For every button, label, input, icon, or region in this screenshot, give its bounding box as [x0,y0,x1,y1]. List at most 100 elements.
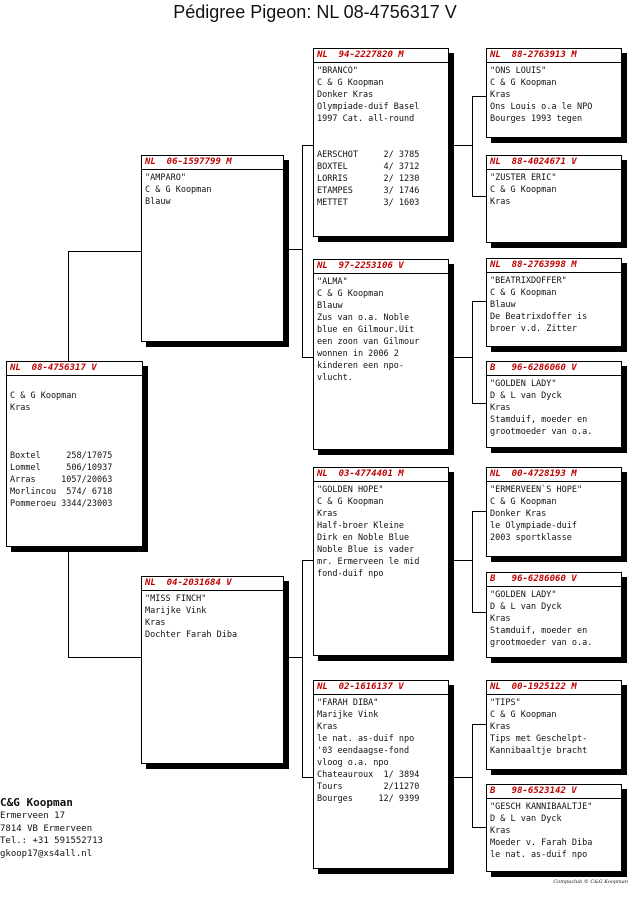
footer-credit: Compuclub © C&G Koopman [553,879,628,885]
connector [472,403,487,404]
pigeon-name: "ONS LOUIS" [490,66,547,76]
info-line: Stamduif, moeder en [490,626,588,636]
ring-number: B 98-6523142 V [487,785,621,799]
race-result: Morlincou 574/ 6718 [10,487,113,497]
race-result: METTET 3/ 1603 [317,198,420,208]
info-line: Marijke Vink [317,710,379,720]
ring-number: NL 03-4774401 M [314,468,448,482]
info-line: Olympiade-duif Basel [317,102,420,112]
race-result: Chateauroux 1/ 3894 [317,770,420,780]
connector [302,357,314,358]
info-line: le nat. as-duif npo [317,734,415,744]
info-line: D & L van Dyck [490,602,562,612]
ring-number: NL 08-4756317 V [7,362,142,376]
pigeon-name: "ZUSTER ERIC" [490,173,557,183]
info-line: C & G Koopman [317,289,384,299]
info-line: Zus van o.a. Noble [317,313,410,323]
race-result: Boxtel 258/17075 [10,451,113,461]
connector [302,560,314,561]
info-line: Kras [490,826,511,836]
info-line: fond-duif npo [317,569,384,579]
info-line: C & G Koopman [490,497,557,507]
card-sds[interactable]: NL 88-2763998 M"BEATRIXDOFFER"C & G Koop… [486,258,622,347]
ring-number: NL 04-2031684 V [142,577,283,591]
ring-number: NL 88-4024671 V [487,156,621,170]
info-line: De Beatrixdoffer is [490,312,588,322]
pigeon-name: "FARAH DIBA" [317,698,379,708]
info-line: D & L van Dyck [490,391,562,401]
connector [448,560,472,561]
info-line: Stamduif, moeder en [490,415,588,425]
info-line: Kannibaaltje bracht [490,746,588,756]
page-title: Pédigree Pigeon: NL 08-4756317 V [173,2,457,22]
connector [472,827,487,828]
race-result: Pommeroeu 3344/23003 [10,499,113,509]
card-dsd[interactable]: B 96-6286060 V"GOLDEN LADY"D & L van Dyc… [486,572,622,658]
info-line [10,378,139,390]
race-result: Bourges 12/ 9399 [317,794,420,804]
info-line: Donker Kras [317,90,374,100]
card-sdd[interactable]: B 96-6286060 V"GOLDEN LADY"D & L van Dyc… [486,361,622,448]
info-line: Ons Louis o.a le NPO [490,102,593,112]
info-line: 1997 Cat. all-round [317,114,415,124]
connector [302,145,314,146]
connector [472,511,473,613]
card-dam-sire[interactable]: NL 03-4774401 M"GOLDEN HOPE"C & G Koopma… [313,467,449,656]
connector [448,777,472,778]
owner-city: 7814 VB Ermerveen [0,823,93,834]
info-line: Moeder v. Farah Diba [490,838,593,848]
ring-number: B 96-6286060 V [487,573,621,587]
info-line: Blauw [317,301,343,311]
connector [68,657,142,658]
info-line: grootmoeder van o.a. [490,638,593,648]
info-line: C & G Koopman [490,710,557,720]
info-line: D & L van Dyck [490,814,562,824]
pigeon-name: "GESCH KANNIBAALTJE" [490,802,593,812]
card-ssd[interactable]: NL 88-4024671 V"ZUSTER ERIC"C & G Koopma… [486,155,622,243]
owner-address: Ermerveen 17 [0,811,66,821]
owner-email[interactable]: gkoop17@xs4all.nl [0,848,93,859]
info-line: Bourges 1993 tegen [490,114,583,124]
pigeon-name: "BRANCO" [317,66,358,76]
info-line: Tips met Geschelpt- [490,734,588,744]
card-ddd[interactable]: B 98-6523142 V "GESCH KANNIBAALTJE" D & L … [486,784,622,872]
info-line: C & G Koopman [10,391,77,401]
info-line: kinderen een npo- [317,361,404,371]
info-line: Noble Blue is vader [317,545,415,555]
pigeon-name: "TIPS" [490,698,521,708]
card-dss[interactable]: NL 00-4728193 M"ERMERVEEN`S HOPE"C & G K… [486,467,622,557]
info-line: wonnen in 2006 2 [317,349,399,359]
info-line: Donker Kras [490,509,547,519]
connector [472,724,487,725]
info-line: 2003 sportklasse [490,533,572,543]
owner-contact: C&G Koopman Ermerveen 17 7814 VB Ermerve… [0,796,103,860]
ring-number: NL 06-1597799 M [142,156,283,170]
race-result: LORRIS 2/ 1230 [317,174,420,184]
connector [283,657,302,658]
spacer [10,414,139,426]
info-line: le nat. as-duif npo [490,850,588,860]
connector [472,511,487,512]
pigeon-name: "GOLDEN HOPE" [317,485,384,495]
info-line: Kras [490,614,511,624]
connector [302,145,303,358]
pigeon-name: "AMPARO" [145,173,186,183]
connector [472,96,473,197]
connector [448,145,472,146]
race-result: Lommel 506/10937 [10,463,113,473]
